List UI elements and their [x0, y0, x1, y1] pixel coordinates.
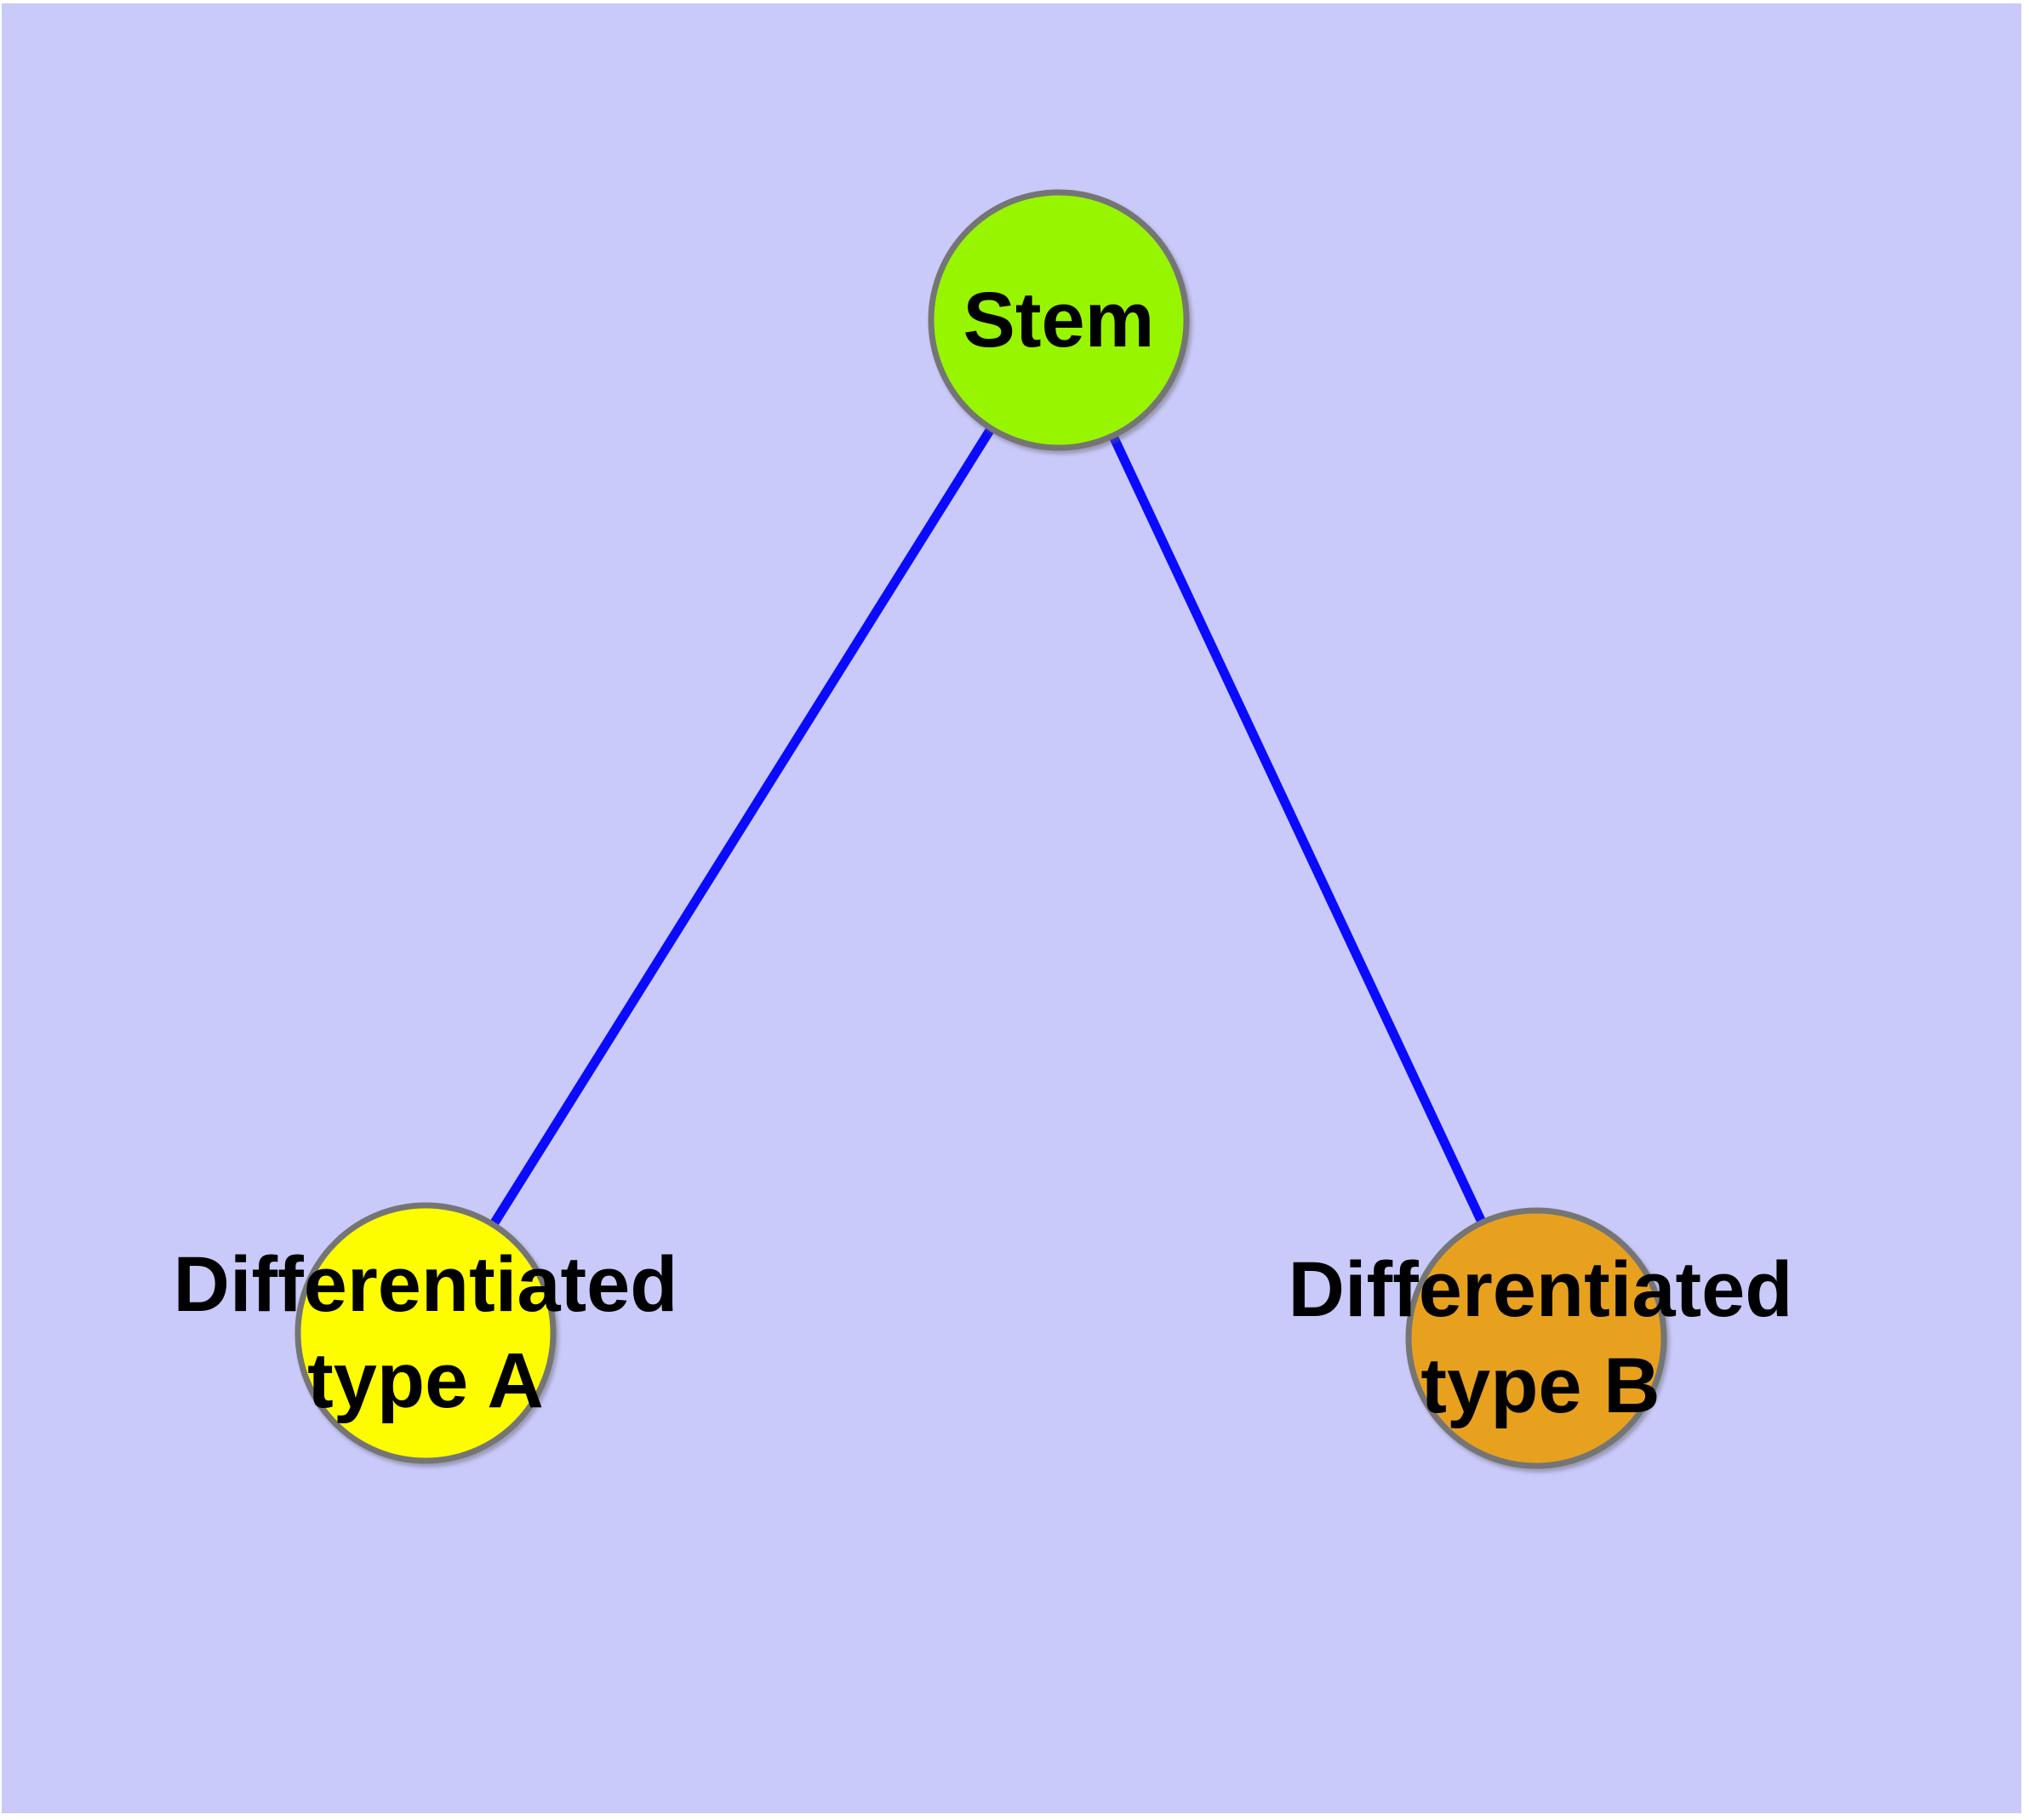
- node-differentiated-type-b-label-line1: Differentiated: [1288, 1246, 1793, 1333]
- node-differentiated-type-a-circle: [294, 1202, 557, 1464]
- node-stem-label: Stem: [676, 272, 1442, 368]
- node-stem-circle: [928, 189, 1190, 451]
- node-differentiated-type-b-circle: [1405, 1207, 1667, 1469]
- node-differentiated-type-a-label: Differentiated type A: [43, 1237, 809, 1429]
- node-differentiated-type-a-label-line2: type A: [307, 1337, 544, 1424]
- edge-stem-to-type-b: [1055, 318, 1540, 1341]
- node-differentiated-type-b-label-line2: type B: [1420, 1342, 1660, 1429]
- node-stem-label-text: Stem: [963, 277, 1155, 363]
- node-differentiated-type-b-label: Differentiated type B: [1157, 1242, 1923, 1434]
- node-differentiated-type-a-label-line1: Differentiated: [173, 1241, 678, 1328]
- edge-stem-to-type-a: [421, 318, 1063, 1336]
